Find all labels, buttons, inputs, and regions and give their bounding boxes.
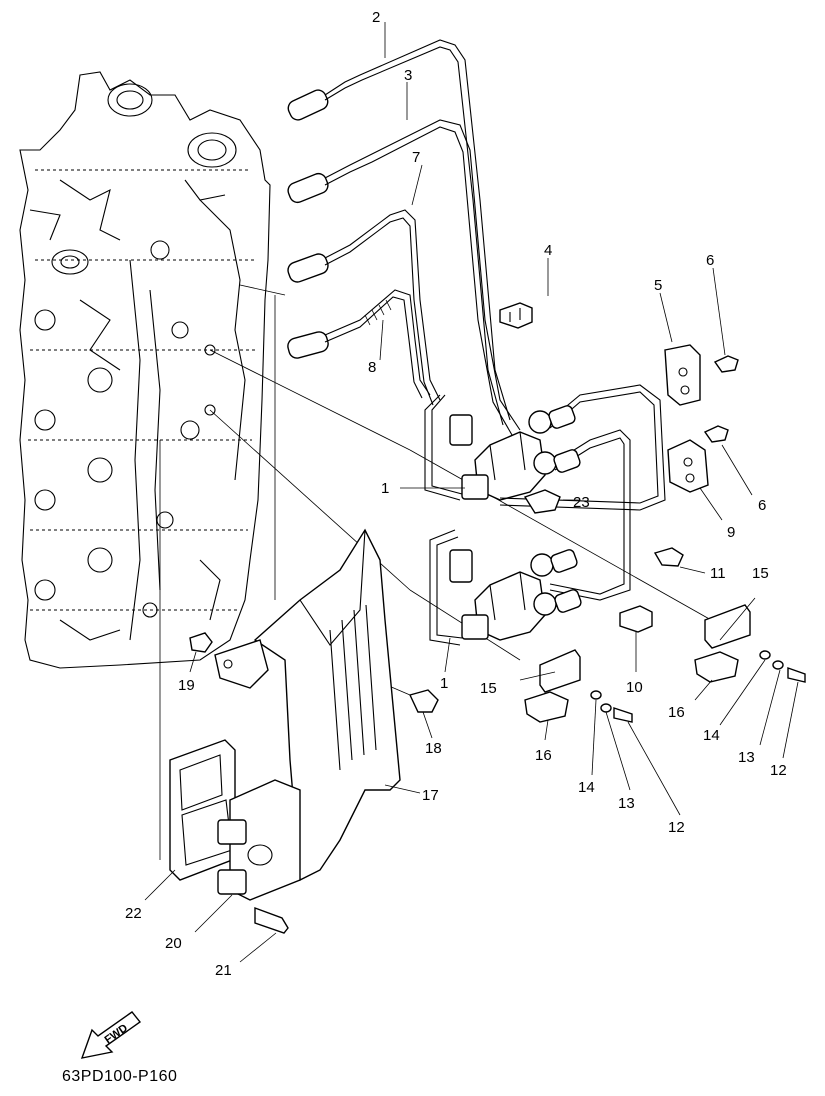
callout-13-b: 13 xyxy=(618,795,635,812)
callout-22: 22 xyxy=(125,905,142,922)
callout-21: 21 xyxy=(215,962,232,979)
callout-20: 20 xyxy=(165,935,182,952)
callout-12-a: 12 xyxy=(770,762,787,779)
callout-18: 18 xyxy=(425,740,442,757)
callout-10: 10 xyxy=(626,679,643,696)
spark-plug-cords xyxy=(287,39,521,436)
callout-9: 9 xyxy=(727,524,735,541)
callout-6-a: 6 xyxy=(706,252,714,269)
callout-leaders xyxy=(144,22,799,963)
callout-3: 3 xyxy=(404,67,412,84)
diagram-code: 63PD100-P160 xyxy=(62,1068,178,1085)
callout-17: 17 xyxy=(422,787,439,804)
fwd-arrow-icon: FWD xyxy=(80,1011,142,1059)
callout-23: 23 xyxy=(573,494,590,511)
callout-15-a: 15 xyxy=(752,565,769,582)
callout-7: 7 xyxy=(412,149,420,166)
callout-15-b: 15 xyxy=(480,680,497,697)
callout-1-a: 1 xyxy=(381,480,389,497)
callout-5: 5 xyxy=(654,277,662,294)
callout-1-b: 1 xyxy=(440,675,448,692)
ignition-coil-lower xyxy=(429,529,582,646)
callout-16-a: 16 xyxy=(668,704,685,721)
callout-19: 19 xyxy=(178,677,195,694)
callout-8: 8 xyxy=(368,359,376,376)
gasket-and-module xyxy=(169,632,439,934)
callout-16-b: 16 xyxy=(535,747,552,764)
engine-block xyxy=(19,71,271,669)
leader-lines xyxy=(159,284,721,860)
callout-6-b: 6 xyxy=(758,497,766,514)
cover xyxy=(214,528,401,882)
callout-11: 11 xyxy=(710,565,726,582)
small-parts xyxy=(499,302,806,723)
ignition-coil-upper xyxy=(424,384,666,601)
callout-12-b: 12 xyxy=(668,819,685,836)
callout-14-b: 14 xyxy=(578,779,595,796)
callout-13-a: 13 xyxy=(738,749,755,766)
callout-2: 2 xyxy=(372,9,380,26)
callout-14-a: 14 xyxy=(703,727,720,744)
callout-4: 4 xyxy=(544,242,552,259)
callout-labels: 2 3 7 4 5 6 8 6 9 1 23 11 15 10 1 15 16 … xyxy=(125,9,787,979)
